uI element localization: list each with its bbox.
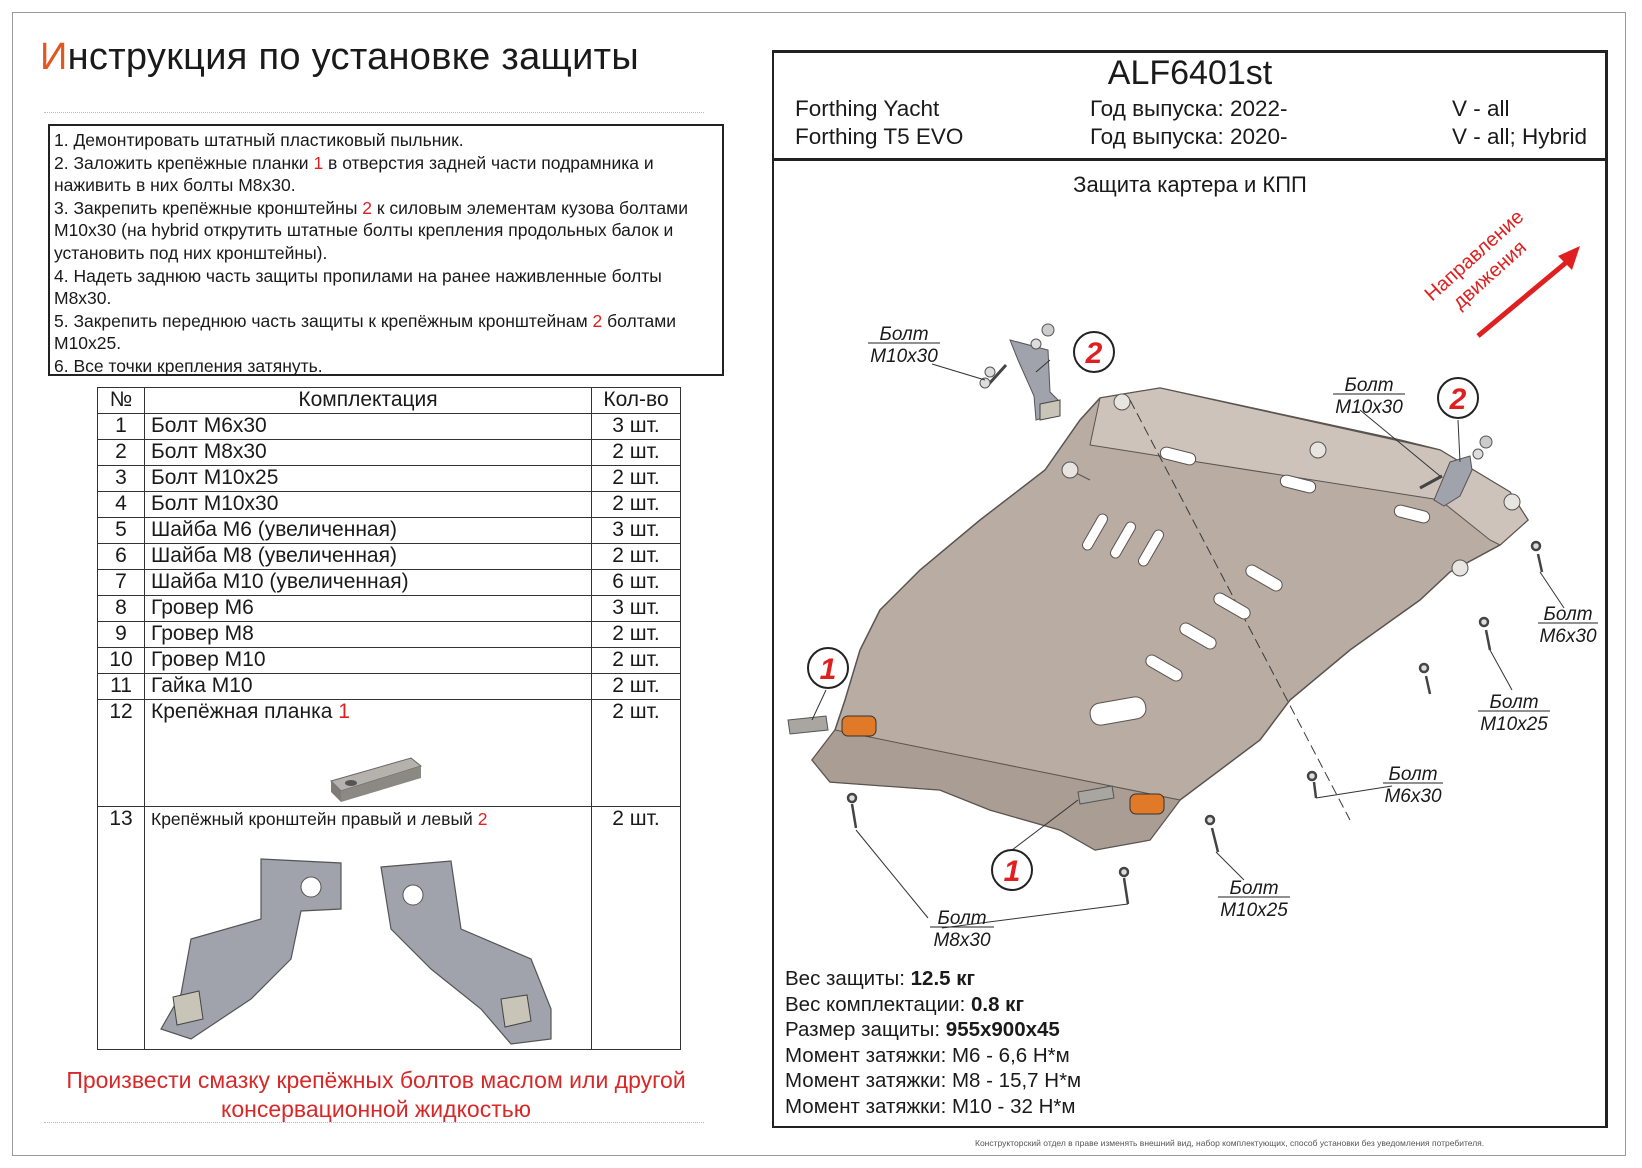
svg-text:2: 2 <box>1449 383 1467 416</box>
vehicle-1-engine: V - all <box>1452 96 1510 121</box>
header-divider <box>772 158 1608 161</box>
callout-1-left: 1 <box>807 647 849 689</box>
svg-text:М6х30: М6х30 <box>1384 786 1441 807</box>
bolt-label: Болт М10х30 <box>868 324 940 367</box>
callout-2-left: 2 <box>1073 331 1115 373</box>
instructions-box: 1. Демонтировать штатный пластиковый пыл… <box>48 124 724 376</box>
diagram-subtitle: Защита картера и КПП <box>1073 172 1307 197</box>
instruction-6: 6. Все точки крепления затянуть. <box>54 355 323 376</box>
instruction-2: 2. Заложить крепёжные планки 1 в отверст… <box>54 152 654 196</box>
col-number: № <box>97 387 145 414</box>
svg-text:М8х30: М8х30 <box>933 930 990 951</box>
instruction-4: 4. Надеть заднюю часть защиты пропилами … <box>54 265 662 309</box>
svg-text:Болт: Болт <box>1489 692 1538 713</box>
callout-1-right: 1 <box>991 849 1033 891</box>
table-row: 12 Крепёжная планка 1 2 шт. <box>97 699 681 807</box>
bracket-image <box>160 858 552 1045</box>
instruction-3: 3. Закрепить крепёжные кронштейны 2 к си… <box>54 197 688 263</box>
mounting-plate-1-left <box>787 715 829 735</box>
col-name: Комплектация <box>144 387 592 414</box>
skid-plate <box>811 387 1529 851</box>
instruction-5: 5. Закрепить переднюю часть защиты к кре… <box>54 310 677 354</box>
svg-text:М10х25: М10х25 <box>1220 900 1288 921</box>
vehicle-2-model: Forthing T5 EVO <box>795 124 964 149</box>
mounting-plate-image <box>330 757 423 802</box>
bracket-2-left <box>979 323 1061 421</box>
svg-text:2: 2 <box>1085 337 1103 370</box>
bolt-label: Болт М6х30 <box>1383 764 1443 807</box>
svg-text:Болт: Болт <box>1543 604 1592 625</box>
vehicle-2-engine: V - all; Hybrid <box>1452 124 1588 149</box>
svg-text:Болт: Болт <box>1344 375 1393 396</box>
bolt-label: Болт М10х25 <box>1218 878 1290 921</box>
leader-lines <box>811 359 1565 929</box>
divider <box>44 1122 704 1123</box>
vehicle-1-year: Год выпуска: 2022- <box>1090 96 1288 121</box>
spec-kit-weight: Вес комплектации: 0.8 кг <box>785 992 1024 1016</box>
svg-text:М10х30: М10х30 <box>870 346 938 367</box>
svg-text:Болт: Болт <box>879 324 928 345</box>
diagram-frame <box>772 50 1608 1128</box>
col-qty: Кол-во <box>591 387 681 414</box>
spec-torque-m10: Момент затяжки: М10 - 32 Н*м <box>785 1094 1076 1118</box>
svg-text:Болт: Болт <box>937 908 986 929</box>
bolt-label: Болт М10х25 <box>1478 692 1550 735</box>
lubrication-note: Произвести смазку крепёжных болтов масло… <box>66 1067 686 1122</box>
svg-text:Болт: Болт <box>1229 878 1278 899</box>
svg-text:М10х25: М10х25 <box>1480 714 1548 735</box>
svg-text:М10х30: М10х30 <box>1335 397 1403 418</box>
product-code: ALF6401st <box>1107 54 1273 92</box>
footnote: Конструкторский отдел в праве изменять в… <box>975 1138 1485 1148</box>
table-row: 13 Крепёжный кронштейн правый и левый 2 … <box>97 806 681 1050</box>
spec-torque-m6: Момент затяжки: М6 - 6,6 Н*м <box>785 1043 1070 1067</box>
svg-text:1: 1 <box>1004 855 1021 888</box>
bolts <box>846 540 1544 905</box>
page-title: Инструкция по установке защиты <box>40 36 639 78</box>
instruction-1: 1. Демонтировать штатный пластиковый пыл… <box>54 130 464 150</box>
specs-block: Вес защиты: 12.5 кг Вес комплектации: 0.… <box>785 966 1081 1119</box>
svg-text:М6х30: М6х30 <box>1539 626 1596 647</box>
svg-text:1: 1 <box>820 653 837 686</box>
spec-size: Размер защиты: 955х900х45 <box>785 1018 1060 1041</box>
page-frame <box>12 12 1626 1156</box>
callout-2-right: 2 <box>1437 377 1479 419</box>
svg-text:Болт: Болт <box>1388 764 1437 785</box>
direction-arrow: Направление движения <box>1421 206 1580 338</box>
vehicle-2-year: Год выпуска: 2020- <box>1090 124 1288 149</box>
vehicle-1-model: Forthing Yacht <box>795 96 940 121</box>
bolt-label: Болт М6х30 <box>1538 604 1598 647</box>
bolt-label: Болт М8х30 <box>930 908 994 951</box>
table-header: № Комплектация Кол-во <box>97 387 681 414</box>
spec-torque-m8: Момент затяжки: М8 - 15,7 Н*м <box>785 1069 1082 1092</box>
divider <box>44 112 704 113</box>
bracket-2-right <box>1419 435 1493 507</box>
mounting-plate-1-right <box>1077 785 1115 805</box>
spec-weight: Вес защиты: 12.5 кг <box>785 967 976 990</box>
bolt-label: Болт М10х30 <box>1333 375 1405 418</box>
